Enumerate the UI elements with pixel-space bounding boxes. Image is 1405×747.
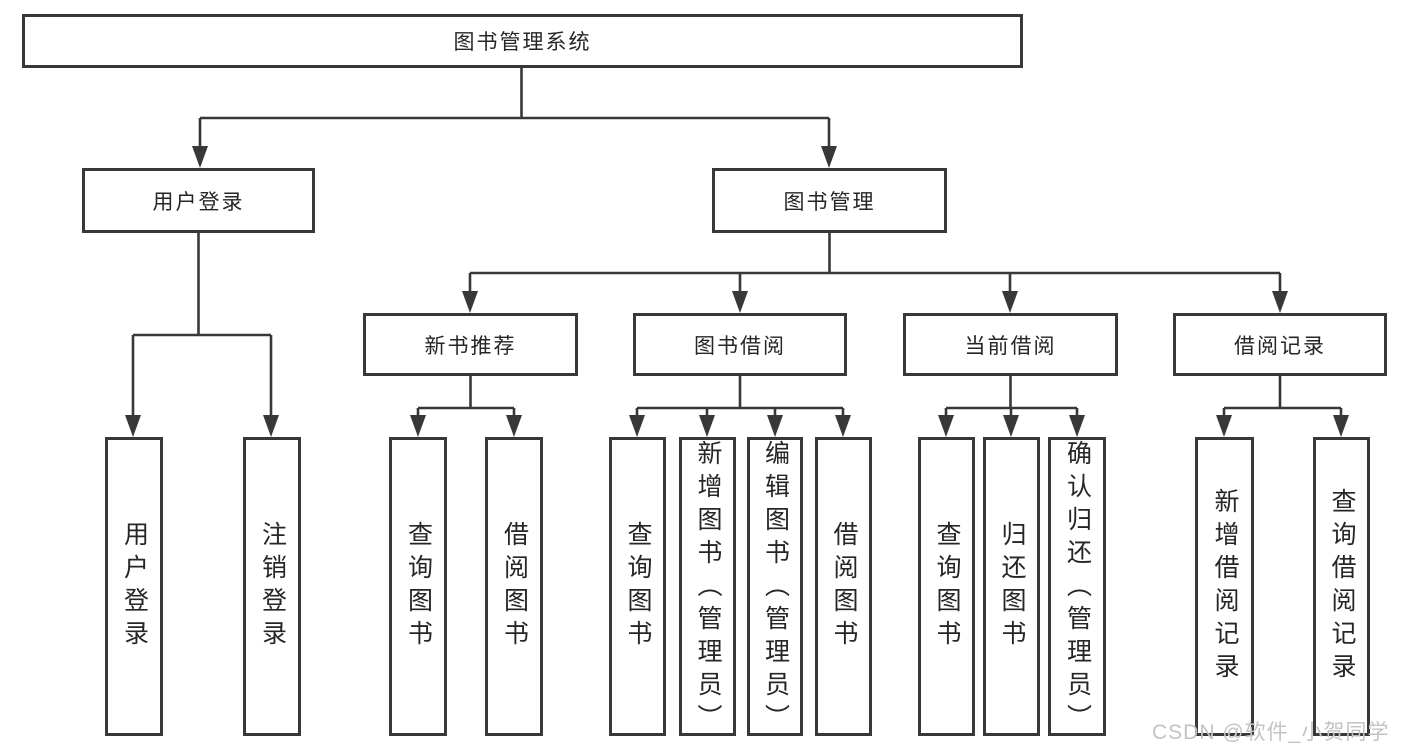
leaf-add-books-admin: 新增图书（管理员）: [679, 437, 736, 737]
node-borrow-records-label: 借阅记录: [1234, 334, 1326, 358]
leaf-borrow-books-recommend: 借阅图书: [485, 437, 543, 736]
leaf-query-books-current-label: 查询图书: [933, 520, 961, 653]
node-book-borrow-label: 图书借阅: [694, 334, 786, 358]
leaf-logout: 注销登录: [243, 437, 301, 736]
node-root-label: 图书管理系统: [453, 31, 592, 54]
node-borrow-records: 借阅记录: [1173, 313, 1387, 376]
node-book-management-label: 图书管理: [783, 190, 876, 214]
node-user-login-label: 用户登录: [152, 190, 245, 214]
leaf-confirm-return-admin: 确认归还（管理员）: [1048, 437, 1106, 737]
node-book-management: 图书管理: [712, 168, 947, 233]
leaf-add-borrow-record-label: 新增借阅记录: [1211, 487, 1239, 686]
leaf-user-login: 用户登录: [105, 437, 163, 736]
node-new-book-recommend-label: 新书推荐: [424, 334, 517, 358]
leaf-borrow-books-recommend-label: 借阅图书: [500, 520, 529, 653]
leaf-edit-books-admin: 编辑图书（管理员）: [747, 437, 803, 737]
leaf-borrow-books: 借阅图书: [815, 437, 872, 736]
csdn-watermark: CSDN @软件_小贺同学: [1152, 721, 1390, 744]
leaf-user-login-label: 用户登录: [120, 520, 149, 653]
leaf-edit-books-admin-label: 编辑图书（管理员）: [761, 440, 790, 737]
leaf-borrow-books-label: 借阅图书: [830, 520, 858, 653]
node-root: 图书管理系统: [22, 14, 1023, 68]
leaf-query-books-recommend-label: 查询图书: [404, 520, 433, 653]
leaf-confirm-return-admin-label: 确认归还（管理员）: [1063, 440, 1092, 737]
leaf-query-books-recommend: 查询图书: [389, 437, 447, 736]
node-book-borrow: 图书借阅: [633, 313, 847, 376]
leaf-return-books: 归还图书: [983, 437, 1040, 736]
leaf-query-books-borrow-label: 查询图书: [624, 520, 652, 653]
leaf-query-borrow-record-label: 查询借阅记录: [1328, 487, 1356, 686]
leaf-query-books-borrow: 查询图书: [609, 437, 666, 736]
leaf-add-books-admin-label: 新增图书（管理员）: [694, 440, 722, 737]
node-new-book-recommend: 新书推荐: [363, 313, 578, 376]
node-current-borrow: 当前借阅: [903, 313, 1118, 376]
leaf-logout-label: 注销登录: [258, 520, 287, 653]
leaf-return-books-label: 归还图书: [998, 520, 1026, 653]
leaf-query-borrow-record: 查询借阅记录: [1313, 437, 1370, 736]
leaf-add-borrow-record: 新增借阅记录: [1195, 437, 1254, 736]
leaf-query-books-current: 查询图书: [918, 437, 975, 736]
node-current-borrow-label: 当前借阅: [964, 334, 1057, 358]
node-user-login: 用户登录: [82, 168, 315, 233]
